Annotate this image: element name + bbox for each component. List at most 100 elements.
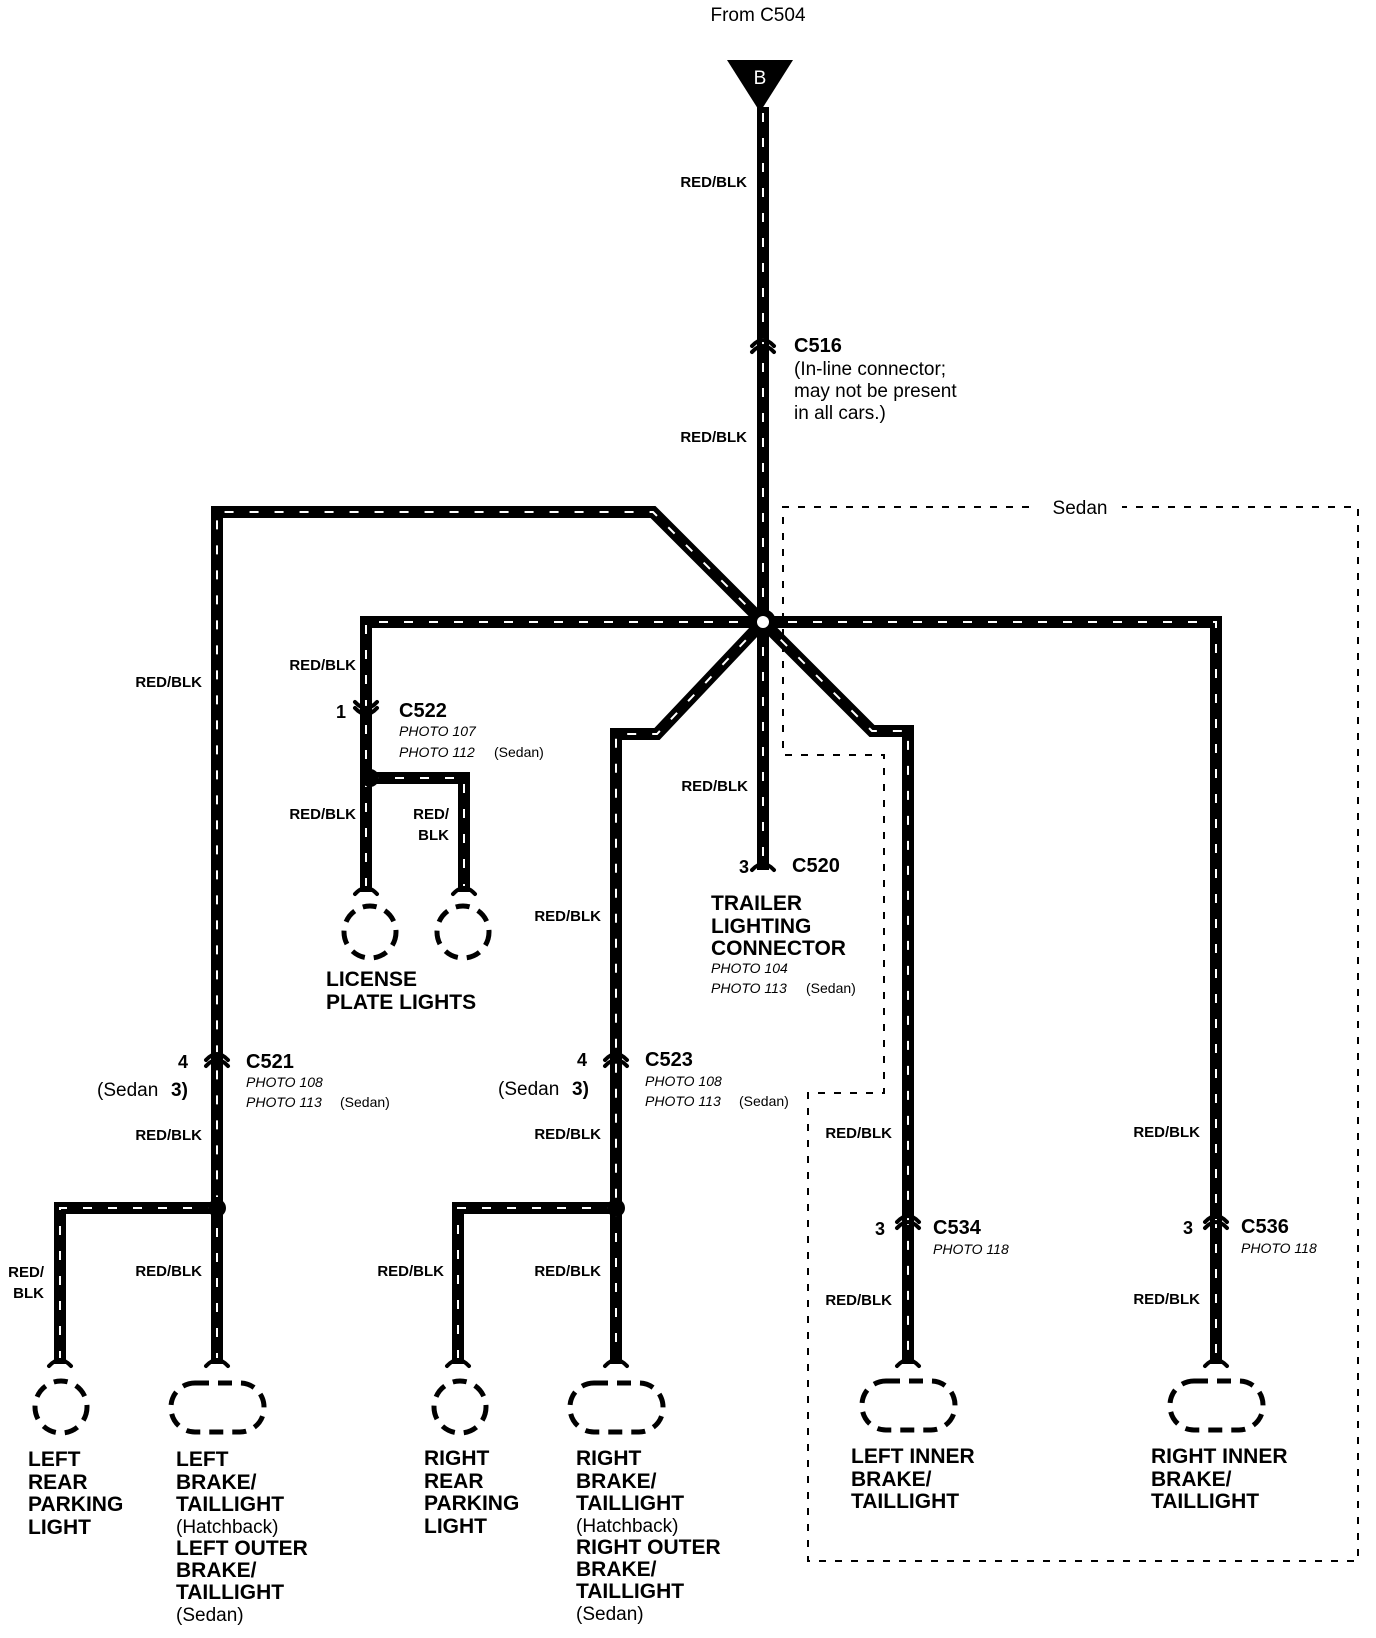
component-variant: (Hatchback): [576, 1516, 678, 1537]
c536-photo: PHOTO 118: [1241, 1240, 1317, 1256]
c516-symbol: [750, 338, 776, 348]
c522-symbol: [353, 700, 379, 710]
c522-photo: PHOTO 112: [399, 744, 475, 760]
trailer-name-line: TRAILER: [711, 892, 802, 915]
wire-label: RED/BLK: [289, 806, 356, 823]
source-label: From C504: [710, 5, 805, 26]
wire-label: RED/BLK: [680, 174, 747, 191]
c521-id: C521: [246, 1051, 294, 1073]
c516-note-line: in all cars.): [794, 403, 886, 424]
c516-note-line: (In-line connector;: [794, 359, 946, 380]
wire-label: RED/BLK: [534, 908, 601, 925]
c520-id: C520: [792, 855, 840, 877]
c521-labels: 4 (Sedan 3) C521 PHOTO 108 PHOTO 113 (Se…: [97, 1051, 390, 1110]
left-brake-bulb: [168, 1380, 267, 1435]
wire-harness: [54, 107, 1222, 1364]
component-name-line: LEFT: [28, 1448, 81, 1471]
component-name-line: LEFT INNER: [851, 1445, 975, 1468]
component-name-line: TAILLIGHT: [176, 1493, 284, 1516]
wire-label: RED/BLK: [135, 674, 202, 691]
c523-sedan-pin: 3): [572, 1079, 589, 1100]
c536-symbol: [1203, 1214, 1229, 1224]
wire-label: RED/BLK: [1133, 1291, 1200, 1308]
c523-id: C523: [645, 1049, 693, 1071]
c520-symbol: [750, 862, 776, 872]
c534-symbol: [895, 1214, 921, 1224]
right-brake-bulb: [567, 1380, 666, 1435]
c523-photo: PHOTO 108: [645, 1073, 722, 1089]
c534-labels: 3 C534 PHOTO 118: [875, 1217, 1009, 1257]
c534-id: C534: [933, 1217, 982, 1239]
component-name-line: REAR: [28, 1471, 88, 1494]
c520-labels: 3 C520 TRAILER LIGHTING CONNECTOR PHOTO …: [711, 855, 856, 996]
component-name-line: BRAKE/: [851, 1468, 932, 1491]
trailer-name-line: LIGHTING: [711, 915, 811, 938]
component-name-line: LIGHT: [424, 1515, 487, 1538]
right-brake-taillight-label: RIGHT BRAKE/ TAILLIGHT (Hatchback) RIGHT…: [576, 1447, 721, 1625]
component-name-line: LIGHT: [28, 1516, 91, 1539]
sedan-group-box: Sedan: [782, 494, 1359, 1562]
component-name-line: LEFT OUTER: [176, 1537, 308, 1560]
component-name-line: BRAKE/: [576, 1558, 657, 1581]
c522-photo-note: (Sedan): [494, 744, 544, 760]
c521-symbol: [204, 1052, 230, 1062]
component-name-line: RIGHT OUTER: [576, 1536, 721, 1559]
license-name-line: PLATE LIGHTS: [326, 991, 476, 1014]
c534-photo: PHOTO 118: [933, 1241, 1009, 1257]
left-rear-parking-light-label: LEFT REAR PARKING LIGHT: [28, 1448, 123, 1539]
component-variant: (Sedan): [176, 1605, 244, 1626]
right-rear-parking-bulb: [431, 1378, 489, 1436]
component-name-line: PARKING: [424, 1492, 519, 1515]
left-rear-parking-bulb: [32, 1378, 90, 1436]
component-name-line: BRAKE/: [1151, 1468, 1232, 1491]
c523-photo-note: (Sedan): [739, 1093, 789, 1109]
right-inner-brake-taillight-label: RIGHT INNER BRAKE/ TAILLIGHT: [1151, 1445, 1288, 1513]
splice-license: [361, 769, 379, 787]
c521-sedan-label: (Sedan: [97, 1080, 158, 1101]
trailer-photo: PHOTO 113: [711, 980, 787, 996]
component-name-line: RIGHT: [576, 1447, 642, 1470]
component-name-line: BRAKE/: [176, 1559, 257, 1582]
wire-right-parking: [452, 1202, 622, 1364]
wire-label: RED/BLK: [825, 1125, 892, 1142]
right-inner-bulb: [1167, 1378, 1266, 1433]
wire-label: RED/: [8, 1264, 45, 1281]
c522-pin: 1: [336, 702, 346, 722]
wire-label: RED/BLK: [135, 1263, 202, 1280]
c516-labels: C516 (In-line connector; may not be pres…: [794, 335, 957, 424]
wire-left-parking: [54, 1202, 223, 1364]
c522-photo: PHOTO 107: [399, 723, 477, 739]
c523-photo: PHOTO 113: [645, 1093, 721, 1109]
c534-pin: 3: [875, 1219, 885, 1239]
wire-label: RED/BLK: [135, 1127, 202, 1144]
c521-photo: PHOTO 113: [246, 1094, 322, 1110]
license-name-line: LICENSE: [326, 968, 417, 991]
component-name-line: REAR: [424, 1470, 484, 1493]
left-inner-brake-taillight-label: LEFT INNER BRAKE/ TAILLIGHT: [851, 1445, 975, 1513]
component-name-line: PARKING: [28, 1493, 123, 1516]
splice-left: [208, 1199, 226, 1217]
component-name-line: TAILLIGHT: [576, 1580, 684, 1603]
wire-license-right: [364, 772, 470, 892]
wire-label: RED/BLK: [534, 1126, 601, 1143]
component-name-line: TAILLIGHT: [851, 1490, 959, 1513]
wire-label: RED/BLK: [825, 1292, 892, 1309]
source-connector-letter: B: [754, 68, 767, 89]
component-name-line: BRAKE/: [576, 1470, 657, 1493]
trailer-photo: PHOTO 104: [711, 960, 788, 976]
c516-id: C516: [794, 335, 842, 357]
component-name-line: TAILLIGHT: [1151, 1490, 1259, 1513]
c536-pin: 3: [1183, 1218, 1193, 1238]
component-name-line: TAILLIGHT: [176, 1581, 284, 1604]
component-name-line: RIGHT: [424, 1447, 490, 1470]
c521-sedan-pin: 3): [171, 1080, 188, 1101]
right-rear-parking-light-label: RIGHT REAR PARKING LIGHT: [424, 1447, 519, 1538]
left-brake-taillight-label: LEFT BRAKE/ TAILLIGHT (Hatchback) LEFT O…: [176, 1448, 308, 1626]
source-triangle: [727, 60, 793, 112]
c516-note-line: may not be present: [794, 381, 957, 402]
license-light-left-bulb: [341, 903, 399, 961]
wire-label: RED/BLK: [1133, 1124, 1200, 1141]
left-inner-bulb: [859, 1378, 958, 1433]
component-name-line: TAILLIGHT: [576, 1492, 684, 1515]
